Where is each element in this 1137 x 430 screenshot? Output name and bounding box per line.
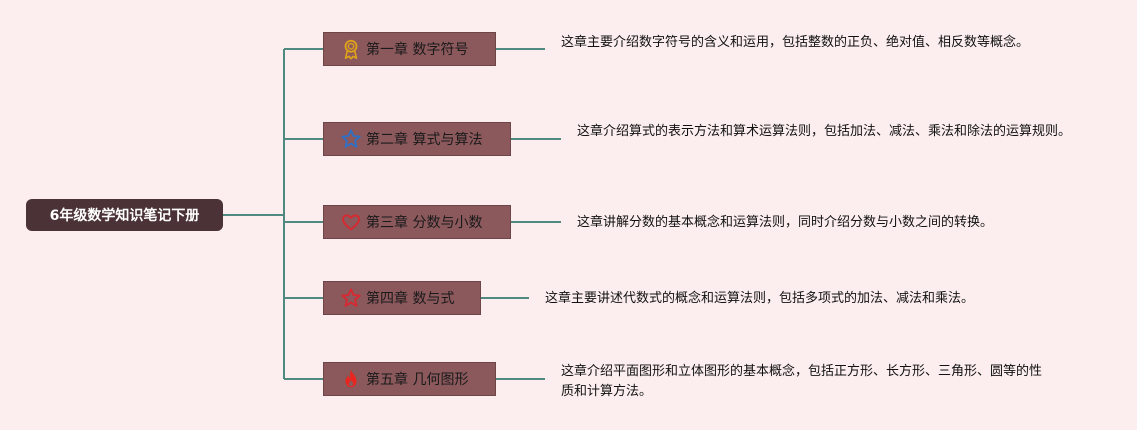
chapter-node-3[interactable]: 第三章 分数与小数 <box>323 205 511 239</box>
heart-outline-icon <box>340 211 362 233</box>
flame-icon <box>340 368 362 390</box>
chapter-description-2: 这章介绍算式的表示方法和算术运算法则，包括加法、减法、乘法和除法的运算规则。 <box>577 124 1072 139</box>
chapter-node-5[interactable]: 第五章 几何图形 <box>323 362 496 396</box>
root-topic[interactable]: 6年级数学知识笔记下册 <box>26 199 223 231</box>
chapter-description-3: 这章讲解分数的基本概念和运算法则，同时介绍分数与小数之间的转换。 <box>577 215 994 230</box>
star-outline-icon <box>340 287 362 309</box>
connector-lines <box>223 48 561 380</box>
chapter-title: 第二章 算式与算法 <box>366 132 483 148</box>
chapter-title: 第四章 数与式 <box>366 291 455 307</box>
chapter-title: 第三章 分数与小数 <box>366 215 483 231</box>
chapter-description-4: 这章主要讲述代数式的概念和运算法则，包括多项式的加法、减法和乘法。 <box>545 291 975 306</box>
chapter-description-1: 这章主要介绍数字符号的含义和运用，包括整数的正负、绝对值、相反数等概念。 <box>561 35 1030 50</box>
chapter-title: 第五章 几何图形 <box>366 372 469 388</box>
star-outline-icon <box>340 128 362 150</box>
award-ribbon-icon <box>340 38 362 60</box>
chapter-node-2[interactable]: 第二章 算式与算法 <box>323 122 511 156</box>
chapter-node-4[interactable]: 第四章 数与式 <box>323 281 481 315</box>
chapter-node-1[interactable]: 第一章 数字符号 <box>323 32 496 66</box>
chapter-title: 第一章 数字符号 <box>366 42 469 58</box>
root-topic-label: 6年级数学知识笔记下册 <box>49 208 200 224</box>
chapter-description-5: 这章介绍平面图形和立体图形的基本概念，包括正方形、长方形、三角形、圆等的性质和计… <box>561 364 1043 399</box>
